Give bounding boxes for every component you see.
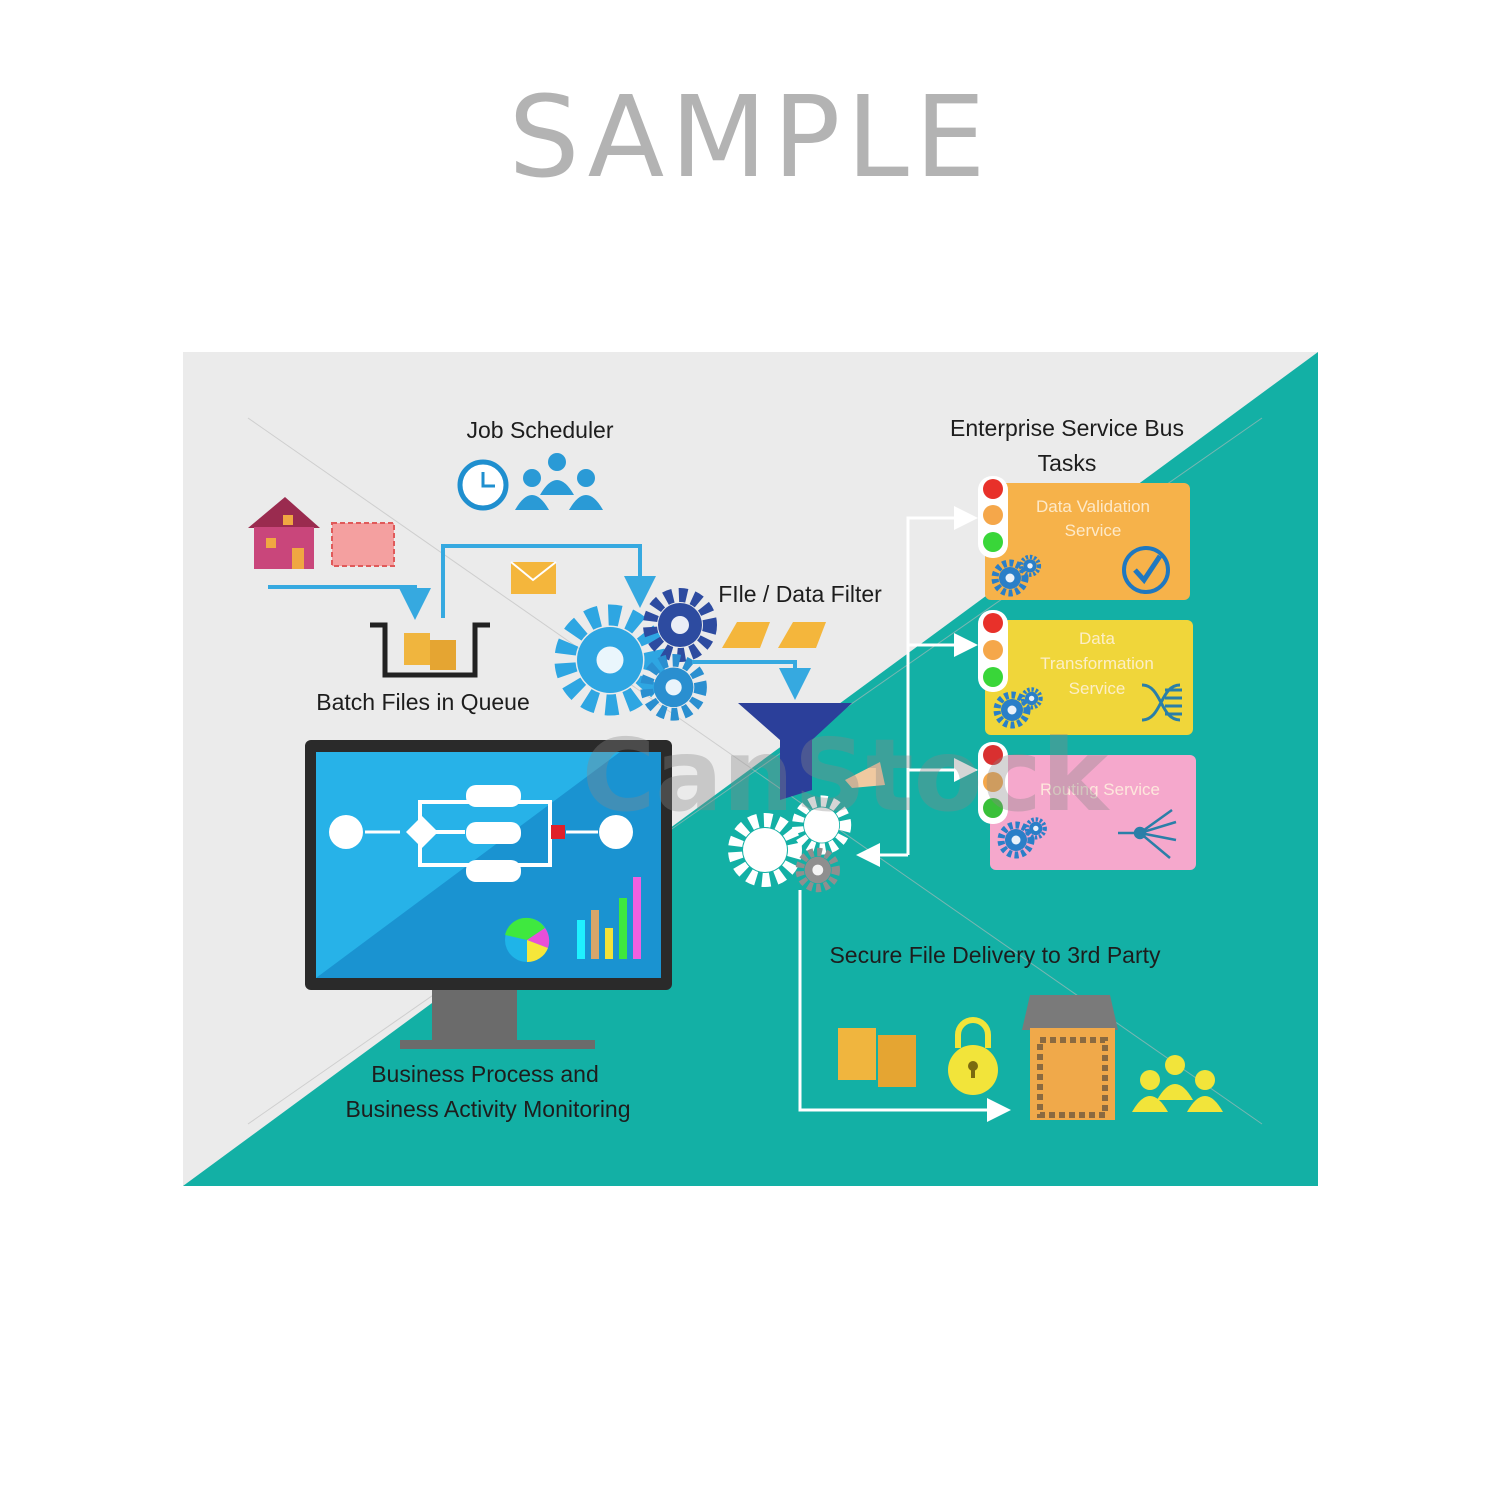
- routing-icon: [1118, 808, 1177, 859]
- traffic-light-icon: [978, 610, 1008, 692]
- check-circle-icon: [1122, 546, 1170, 594]
- padlock-icon: [948, 1017, 998, 1095]
- esb-label-line2: Tasks: [1038, 450, 1097, 476]
- service-title: Routing Service: [1040, 780, 1160, 799]
- folder-icon: [778, 622, 826, 648]
- batch-file-icon: [404, 633, 430, 665]
- document-icon: [878, 1035, 916, 1087]
- queue-bin-icon: [370, 622, 490, 678]
- service-title: Service: [1069, 679, 1126, 698]
- traffic-light-icon: [978, 742, 1008, 824]
- envelope-icon: [510, 561, 557, 594]
- building-icon: [1022, 995, 1118, 1120]
- canstock-watermark: CanStock: [582, 717, 1111, 834]
- bar-chart-icon: [577, 877, 641, 959]
- envelope-icon: [845, 762, 885, 788]
- pie-chart-icon: [505, 917, 550, 963]
- service-card-routing: Routing Service: [990, 755, 1196, 870]
- bpm-label-line2: Business Activity Monitoring: [345, 1096, 630, 1122]
- bpm-label-line1: Business Process and: [371, 1061, 599, 1087]
- clock-icon: [457, 459, 509, 511]
- traffic-light-icon: [978, 476, 1008, 558]
- team-icon: [515, 453, 603, 510]
- partner-team-icon: [1132, 1055, 1223, 1112]
- job-scheduler-label: Job Scheduler: [466, 417, 613, 443]
- file-filter-label: FIle / Data Filter: [718, 581, 882, 607]
- batch-files-label: Batch Files in Queue: [316, 689, 530, 715]
- transform-icon: [1141, 683, 1182, 722]
- monitor-icon: [305, 740, 672, 1049]
- esb-label-line1: Enterprise Service Bus: [950, 415, 1184, 441]
- house-icon: [248, 497, 320, 569]
- service-title: Service: [1065, 521, 1122, 540]
- service-title: Data Validation: [1036, 497, 1150, 516]
- service-title: Transformation: [1040, 654, 1154, 673]
- batch-file-icon: [430, 640, 456, 670]
- funnel-icon: [738, 703, 852, 800]
- brick-wall-icon: [331, 522, 395, 567]
- folder-icon: [722, 622, 770, 648]
- document-icon: [838, 1028, 876, 1080]
- secure-delivery-label: Secure File Delivery to 3rd Party: [829, 942, 1161, 968]
- sample-watermark: SAMPLE: [508, 73, 992, 203]
- service-title: Data: [1079, 629, 1115, 648]
